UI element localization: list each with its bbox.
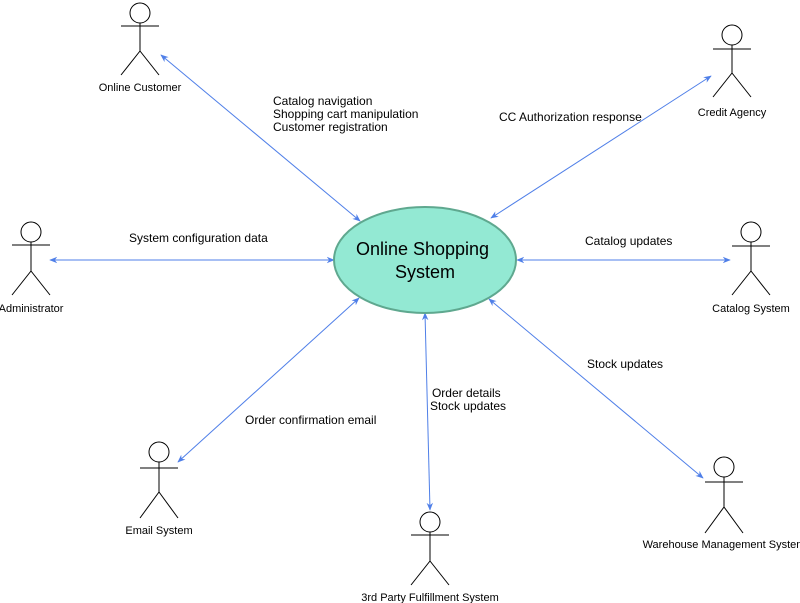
edge-label-warehouse-management: Stock updates [587, 357, 663, 371]
actor-leg-left [120, 50, 141, 76]
edge-label-line: Stock updates [430, 399, 506, 413]
system-label: Online Shopping System [356, 239, 494, 282]
edge-label-online-customer: Catalog navigation Shopping cart manipul… [273, 94, 422, 134]
actor-online-customer[interactable]: Online Customer [99, 2, 182, 94]
actor-administrator[interactable]: Administrator [0, 221, 64, 315]
edge-label-catalog-system: Catalog updates [585, 234, 672, 248]
actor-leg-left [410, 560, 431, 586]
edge-label-third-party-fulfillment: Order details Stock updates [430, 386, 506, 413]
edge-label-line: Order details [432, 386, 501, 400]
actor-head-icon [129, 2, 151, 24]
edge-label-line: Shopping cart manipulation [273, 107, 418, 121]
edge-label-administrator: System configuration data [129, 231, 268, 245]
actor-head-icon [419, 511, 441, 533]
actor-leg-right [731, 72, 752, 98]
actor-label: Email System [125, 525, 192, 537]
actor-label: Online Customer [99, 82, 182, 94]
edge-email-system[interactable] [177, 297, 360, 463]
actor-label: 3rd Party Fulfillment System [361, 592, 499, 603]
actor-head-icon [721, 24, 743, 46]
actor-leg-left [139, 491, 160, 519]
actor-third-party-fulfillment[interactable]: 3rd Party Fulfillment System [361, 511, 499, 603]
actor-leg-right [429, 560, 450, 586]
actor-leg-left [731, 270, 752, 296]
actor-credit-agency[interactable]: Credit Agency [698, 24, 767, 119]
edge-label-credit-agency: CC Authorization response [499, 110, 642, 124]
edge-labels: Catalog navigation Shopping cart manipul… [129, 94, 672, 427]
system-online-shopping[interactable]: Online Shopping System [333, 206, 517, 314]
edge-label-line: Customer registration [273, 120, 388, 134]
actor-leg-right [158, 491, 179, 519]
system-label-line: System [395, 262, 455, 282]
edge-label-line: Catalog navigation [273, 94, 372, 108]
actor-warehouse-management[interactable]: Warehouse Management System [643, 456, 800, 551]
actor-leg-right [723, 506, 744, 534]
actor-email-system[interactable]: Email System [125, 441, 193, 537]
actor-head-icon [148, 441, 170, 463]
actor-head-icon [20, 221, 42, 243]
actor-label: Administrator [0, 303, 64, 315]
edge-warehouse-management[interactable] [488, 298, 704, 479]
edges [49, 54, 731, 511]
system-ellipse[interactable] [333, 206, 517, 314]
actor-label: Credit Agency [698, 107, 767, 119]
actor-leg-left [704, 506, 725, 534]
actor-label: Catalog System [712, 303, 790, 315]
actor-label: Warehouse Management System [643, 539, 800, 551]
actor-leg-left [11, 270, 32, 296]
actor-leg-right [139, 50, 160, 76]
edge-credit-agency[interactable] [490, 75, 712, 219]
actor-leg-left [712, 72, 733, 98]
actor-head-icon [740, 221, 762, 243]
actor-leg-right [30, 270, 51, 296]
system-label-line: Online Shopping [356, 239, 489, 259]
edge-label-email-system: Order confirmation email [245, 413, 376, 427]
edge-online-customer[interactable] [160, 54, 361, 222]
edge-third-party-fulfillment[interactable] [421, 312, 434, 511]
actor-catalog-system[interactable]: Catalog System [712, 221, 790, 315]
actor-leg-right [750, 270, 771, 296]
actor-head-icon [713, 456, 735, 478]
